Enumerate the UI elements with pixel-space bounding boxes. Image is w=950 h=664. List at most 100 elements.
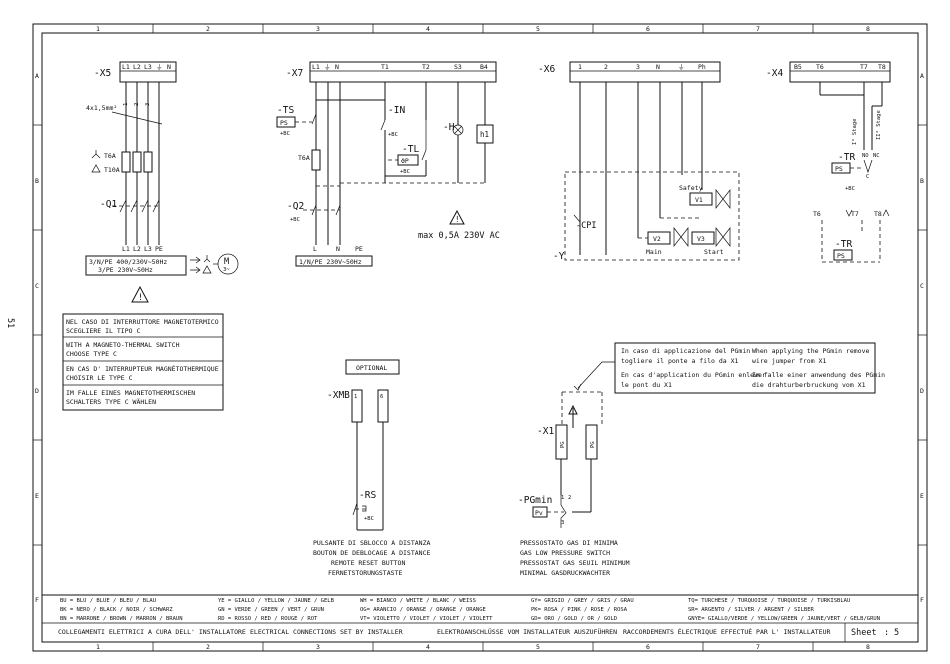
warning-en-1: WITH A MAGNETO-THERMAL SWITCH bbox=[66, 341, 180, 349]
pgmin-note-it-2: togliere il ponte a filo da X1 bbox=[621, 357, 738, 365]
x4-term-t7: T7 bbox=[860, 63, 868, 71]
x4-term-t6: T6 bbox=[816, 63, 824, 71]
in-contact bbox=[380, 119, 386, 131]
row-a-left: A bbox=[35, 72, 39, 80]
x5-wire-3: 3 bbox=[145, 103, 151, 106]
x4-term-b5: B5 bbox=[794, 63, 802, 71]
col-6-top: 6 bbox=[646, 25, 650, 33]
x7-tl-bc: +BC bbox=[400, 169, 410, 175]
x4-tr2-box bbox=[833, 249, 853, 261]
x5-wire-2: 2 bbox=[134, 103, 140, 106]
x6-v2-label: V2 bbox=[653, 235, 661, 243]
x1-pin-a-label: PG bbox=[560, 441, 566, 448]
row-d-right: D bbox=[920, 387, 924, 395]
x4-tr2-ref: -TR bbox=[835, 239, 852, 250]
color-legend: BU = BLU / BLUE / BLEU / BLAU BK = NERO … bbox=[42, 594, 918, 624]
x4-t6: T6 bbox=[813, 210, 821, 218]
title-de: ELEKTROANSCHLÜSSE VOM INSTALLATEUR AUSZU… bbox=[437, 627, 617, 636]
col-8-top: 8 bbox=[866, 25, 870, 33]
x7-term-s3: S3 bbox=[454, 63, 462, 71]
x5-cable-size: 4x1,5mm² bbox=[86, 104, 117, 112]
x5-fuse-l3 bbox=[143, 151, 153, 173]
x6-term-n: N bbox=[656, 63, 660, 71]
row-b-left: B bbox=[35, 177, 39, 185]
col-3-top: 3 bbox=[316, 25, 320, 33]
col-8-bottom: 8 bbox=[866, 643, 870, 651]
x4-tr-bc: +BC bbox=[845, 186, 855, 192]
jumper-arrow-icon bbox=[568, 404, 578, 428]
pgmin-note-fr-1: En cas d'application du PGmin enlever bbox=[621, 371, 766, 379]
pgmin-note-de-1: Im falle einer anwendung des PGmin bbox=[752, 371, 885, 379]
x6-v3-box bbox=[691, 231, 715, 245]
row-b-right: B bbox=[920, 177, 924, 185]
x7-ts-ref: -TS bbox=[277, 105, 294, 116]
x5-q1-ref: -Q1 bbox=[100, 199, 117, 210]
x5-fuse-delta-rating: T10A bbox=[104, 166, 120, 174]
x7-ref: -X7 bbox=[286, 68, 303, 79]
x6-term-3: 3 bbox=[636, 63, 640, 71]
x6-valve-block: -X6 1 2 3 N ⏚ Ph -Y -CPI Safety V1 V2 V3… bbox=[538, 61, 740, 262]
warning-fr-1: EN CAS D' INTERRUPTEUR MAGNÉTOTHERMIQUE bbox=[66, 364, 219, 373]
legend-c1-2: BK = NERO / BLACK / NOIR / SCHWARZ bbox=[60, 607, 173, 613]
pgmin-note-box bbox=[614, 342, 876, 394]
legend-c5-2: SR= ARGENTO / SILVER / ARGENT / SILBER bbox=[688, 607, 815, 613]
x7-term-l1: L1 bbox=[312, 63, 320, 71]
x6-safety-label: Safety bbox=[679, 184, 703, 192]
warning-fr-2: CHOISIR LE TYPE C bbox=[66, 374, 133, 382]
x4-term-t8: T8 bbox=[878, 63, 886, 71]
row-f-left: F bbox=[35, 596, 39, 604]
legend-c1-3: BN = MARRONE / BROWN / MARRON / BRAUN bbox=[60, 616, 183, 622]
sheet-number: 5 bbox=[894, 628, 899, 638]
x7-tl-ref: -TL bbox=[402, 144, 419, 155]
x6-v3-label: V3 bbox=[697, 235, 705, 243]
pgmin-ref: -PGmin bbox=[518, 495, 552, 506]
x5-fuse-l2 bbox=[132, 151, 142, 173]
x5-out-l2: L2 bbox=[133, 245, 141, 253]
legend-c4-3: GD= ORO / GOLD / OR / GOLD bbox=[531, 616, 617, 622]
sheet-separator: : bbox=[884, 628, 889, 638]
x4-nc: NC bbox=[873, 153, 880, 159]
x5-power-block: -X5 L1 L2 L3 ⏚ N 1 2 3 4x1,5mm² T6A T10A… bbox=[85, 61, 239, 303]
pgmin-contact bbox=[560, 495, 567, 528]
pgmin-c3: 3 bbox=[561, 520, 564, 526]
x7-out-pe: PE bbox=[355, 245, 363, 253]
col-1-bottom: 1 bbox=[96, 643, 100, 651]
rs-bc: +BC bbox=[364, 516, 374, 522]
pgmin-c2: 2 bbox=[568, 495, 571, 501]
title-it: COLLEGAMENTI ELETTRICI A CURA DELL' INST… bbox=[58, 628, 246, 636]
col-7-bottom: 7 bbox=[756, 643, 760, 651]
x5-out-pe: PE bbox=[155, 245, 163, 253]
pgmin-caption-de: MINIMAL GASDRUCKWACHTER bbox=[520, 569, 610, 577]
col-5-top: 5 bbox=[536, 25, 540, 33]
x4-stage2: II° Stage bbox=[876, 110, 882, 140]
legend-c3-2: OG= ARANCIO / ORANGE / ORANGE / ORANGE bbox=[360, 607, 486, 613]
x7-h1-label: h1 bbox=[480, 130, 489, 139]
x1-ref: -X1 bbox=[537, 426, 554, 437]
x7-q2-bc: +BC bbox=[290, 217, 300, 223]
sheet-label: Sheet bbox=[851, 628, 877, 638]
x7-term-b4: B4 bbox=[480, 63, 488, 71]
warning-de-1: IM FALLE EINES MAGNETOTHERMISCHEN bbox=[66, 389, 195, 397]
pgmin-c1: 1 bbox=[561, 495, 564, 501]
x7-tl-label: ϑP bbox=[401, 157, 409, 165]
x7-terminal-strip bbox=[309, 61, 497, 83]
row-a-right: A bbox=[920, 72, 924, 80]
x7-term-t2: T2 bbox=[422, 63, 430, 71]
x6-v1-box bbox=[689, 192, 713, 206]
pgmin-caption-en: GAS LOW PRESSURE SWITCH bbox=[520, 549, 610, 557]
x5-term-pe: ⏚ bbox=[156, 63, 163, 71]
pgmin-caption-fr: PRESSOSTAT GAS SEUIL MINIMUM bbox=[520, 559, 630, 567]
col-4-bottom: 4 bbox=[426, 643, 430, 651]
x7-out-l: L bbox=[313, 245, 317, 253]
warning-it-2: SCEGLIERE IL TIPO C bbox=[66, 327, 140, 335]
warning-triangle-icon bbox=[449, 209, 465, 225]
optional-label-box bbox=[345, 359, 400, 375]
pgmin-block: In caso di applicazione del PGmin toglie… bbox=[518, 342, 885, 577]
x7-out-n: N bbox=[336, 245, 340, 253]
xmb-pin2-label: 6 bbox=[380, 394, 383, 400]
x6-terminal-strip bbox=[569, 61, 721, 83]
x6-ref: -X6 bbox=[538, 64, 555, 75]
legend-c4-2: PK= ROSA / PINK / ROSE / ROSA bbox=[531, 607, 628, 613]
